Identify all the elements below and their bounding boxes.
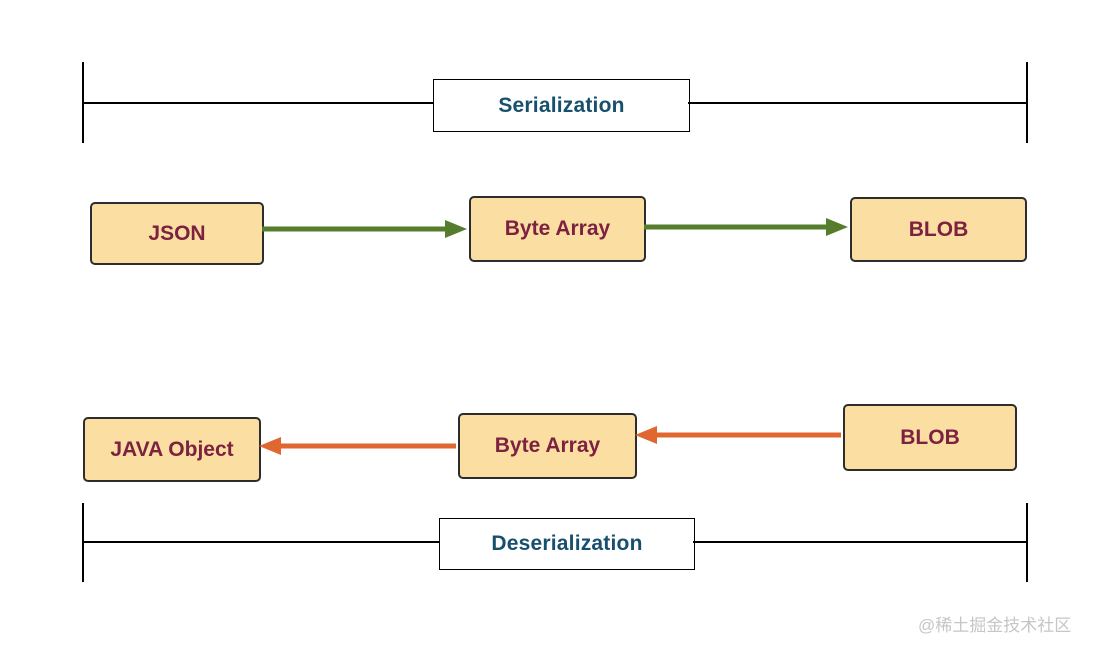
arrow-left-head-icon — [259, 437, 281, 455]
watermark: @稀土掘金技术社区 — [918, 616, 1072, 635]
serialization-title: Serialization — [498, 93, 625, 117]
node-blob-serialize-label: BLOB — [908, 217, 969, 241]
arrow-shaft — [277, 443, 456, 449]
node-json-label: JSON — [148, 221, 206, 245]
serialization-bracket-left-line — [83, 102, 433, 104]
arrow-shaft — [262, 226, 449, 232]
node-bytearray-deserialize: Byte Array — [458, 413, 637, 479]
node-json: JSON — [90, 202, 264, 265]
arrow-right-head-icon — [826, 218, 848, 236]
arrow-json-to-bytearray — [262, 220, 467, 238]
deserialization-bracket-left-line — [83, 541, 439, 543]
deserialization-bracket-right-tick — [1026, 503, 1028, 582]
deserialization-title: Deserialization — [491, 532, 643, 555]
arrow-blob-to-bytearray — [635, 426, 841, 444]
arrow-right-head-icon — [445, 220, 467, 238]
node-blob-serialize: BLOB — [850, 197, 1027, 262]
arrow-bytearray-to-blob — [644, 218, 848, 236]
arrow-shaft — [644, 224, 830, 230]
deserialization-title-box: Deserialization — [439, 518, 695, 570]
serialization-title-box: Serialization — [433, 79, 690, 132]
node-blob-deserialize-label: BLOB — [900, 425, 960, 449]
arrow-shaft — [653, 432, 841, 438]
node-bytearray-deserialize-label: Byte Array — [494, 434, 601, 457]
node-blob-deserialize: BLOB — [843, 404, 1017, 471]
node-bytearray-serialize: Byte Array — [469, 196, 646, 262]
node-java-object: JAVA Object — [83, 417, 261, 482]
arrow-left-head-icon — [635, 426, 657, 444]
arrow-bytearray-to-java-object — [259, 437, 456, 455]
deserialization-bracket-right-line — [693, 541, 1027, 543]
serialization-bracket-right-line — [688, 102, 1027, 104]
serialization-bracket-right-tick — [1026, 62, 1028, 143]
node-java-object-label: JAVA Object — [110, 437, 234, 461]
node-bytearray-serialize-label: Byte Array — [504, 217, 611, 240]
